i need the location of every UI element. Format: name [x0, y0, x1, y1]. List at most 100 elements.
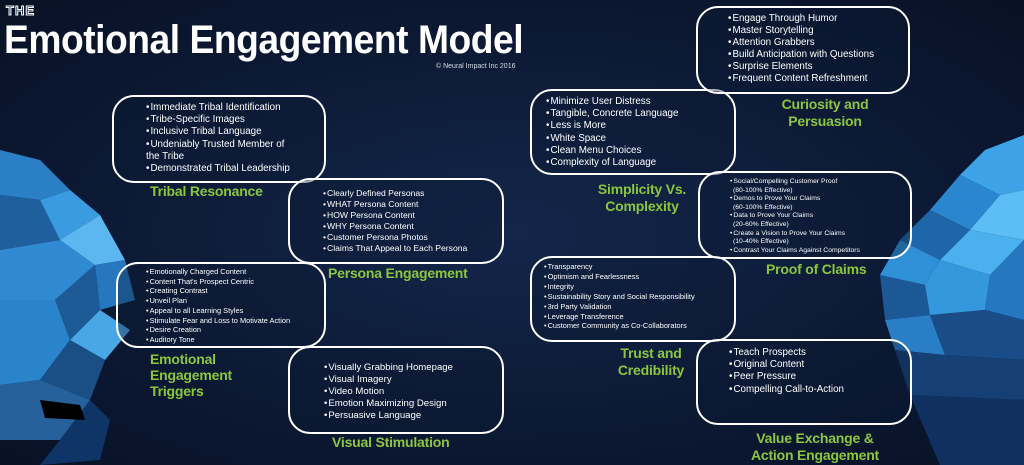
simplicity-complexity-list: Minimize User Distress Tangible, Concret…	[532, 91, 734, 169]
trust-credibility-bubble: Transparency Optimism and Fearlessness I…	[530, 256, 736, 342]
visual-stimulation-list: Visually Grabbing Homepage Visual Imager…	[290, 348, 502, 422]
left-face-icon	[0, 150, 135, 465]
emotional-triggers-bubble: Emotionally Charged Content Content That…	[116, 262, 326, 348]
list-item: Social/Compelling Customer Proof	[730, 178, 910, 187]
list-item: Sustainability Story and Social Responsi…	[544, 292, 734, 302]
tribal-resonance-list: Immediate Tribal Identification Tribe-Sp…	[114, 97, 324, 175]
list-item: Integrity	[544, 282, 734, 292]
simplicity-complexity-label: Simplicity Vs. Complexity	[596, 181, 688, 215]
list-item: Unveil Plan	[146, 296, 324, 306]
list-item: Content That's Prospect Centric	[146, 277, 324, 287]
trust-credibility-list: Transparency Optimism and Fearlessness I…	[532, 258, 734, 331]
list-item: Contrast Your Claims Against Competitors	[730, 247, 910, 256]
proof-of-claims-list: Social/Compelling Customer Proof (80-100…	[700, 173, 910, 255]
list-item: Transparency	[544, 262, 734, 272]
right-face-icon	[880, 135, 1024, 465]
list-item: Visually Grabbing Homepage	[324, 362, 502, 374]
tribal-resonance-bubble: Immediate Tribal Identification Tribe-Sp…	[112, 95, 326, 183]
list-item: Peer Pressure	[729, 371, 910, 383]
list-item: Demos to Prove Your Claims	[730, 195, 910, 204]
list-item: Stimulate Fear and Loss to Motivate Acti…	[146, 316, 324, 326]
list-item: Surprise Elements	[728, 61, 908, 73]
persona-engagement-bubble: Clearly Defined Personas WHAT Persona Co…	[288, 178, 504, 264]
proof-of-claims-label: Proof of Claims	[766, 261, 867, 277]
tribal-resonance-label: Tribal Resonance	[150, 183, 263, 199]
emotional-triggers-list: Emotionally Charged Content Content That…	[118, 264, 324, 345]
list-item: Original Content	[729, 359, 910, 371]
persona-engagement-label: Persona Engagement	[328, 265, 468, 281]
copyright-notice: © Neural Impact Inc 2016	[436, 63, 516, 70]
list-item: Inclusive Tribal Language	[146, 126, 324, 138]
list-item: WHY Persona Content	[323, 221, 502, 232]
list-item: Optimism and Fearlessness	[544, 272, 734, 282]
list-item: Less is More	[546, 120, 734, 132]
emotional-triggers-label-line1: Emotional	[150, 351, 216, 367]
list-item-continuation: the Tribe	[146, 150, 185, 162]
visual-stimulation-label: Visual Stimulation	[332, 434, 450, 450]
persona-engagement-list: Clearly Defined Personas WHAT Persona Co…	[290, 180, 502, 254]
visual-stimulation-bubble: Visually Grabbing Homepage Visual Imager…	[288, 346, 504, 434]
list-item: Compelling Call-to-Action	[729, 384, 910, 396]
list-item: Visual Imagery	[324, 374, 502, 386]
curiosity-persuasion-bubble: Engage Through Humor Master Storytelling…	[696, 6, 910, 94]
list-item: Appeal to all Learning Styles	[146, 306, 324, 316]
list-item: Frequent Content Refreshment	[728, 73, 908, 85]
list-item: Tribe-Specific Images	[146, 114, 324, 126]
list-item: WHAT Persona Content	[323, 199, 502, 210]
list-item: the Tribe	[146, 151, 324, 163]
page-title: Emotional Engagement Model	[4, 18, 524, 62]
list-item-continuation: (10-40% Effective)	[733, 238, 789, 246]
curiosity-persuasion-label: Curiosity and Persuasion	[770, 96, 880, 130]
list-item: Desire Creation	[146, 325, 324, 335]
list-item-continuation: (80-100% Effective)	[733, 186, 793, 194]
value-exchange-list: Teach Prospects Original Content Peer Pr…	[698, 341, 910, 396]
list-item: Video Motion	[324, 386, 502, 398]
list-item: Emotionally Charged Content	[146, 267, 324, 277]
list-item: Creating Contrast	[146, 286, 324, 296]
emotional-triggers-label-line2: Engagement	[150, 367, 233, 383]
list-item: Customer Persona Photos	[323, 232, 502, 243]
list-item: Auditory Tone	[146, 335, 324, 345]
list-item-continuation: (60-100% Effective)	[733, 203, 793, 211]
trust-credibility-label-line1: Trust and	[620, 345, 682, 361]
list-item: HOW Persona Content	[323, 210, 502, 221]
list-item: Clearly Defined Personas	[323, 188, 502, 199]
list-item: (10-40% Effective)	[730, 238, 910, 247]
list-item: Persuasive Language	[324, 410, 502, 422]
proof-of-claims-bubble: Social/Compelling Customer Proof (80-100…	[698, 171, 912, 259]
list-item-continuation: (20-60% Effective)	[733, 220, 789, 228]
simplicity-complexity-label-line1: Simplicity Vs.	[597, 181, 687, 197]
simplicity-complexity-label-line2: Complexity	[605, 198, 679, 214]
list-item: Demonstrated Tribal Leadership	[146, 163, 324, 175]
list-item: Clean Menu Choices	[546, 145, 734, 157]
emotional-triggers-label: Emotional Engagement Triggers	[150, 351, 232, 399]
list-item: Create a Vision to Prove Your Claims	[730, 230, 910, 239]
list-item: Build Anticipation with Questions	[728, 49, 908, 61]
list-item: Claims That Appeal to Each Persona	[323, 243, 502, 254]
list-item: White Space	[546, 133, 734, 145]
curiosity-persuasion-list: Engage Through Humor Master Storytelling…	[698, 8, 908, 86]
list-item: (80-100% Effective)	[730, 187, 910, 196]
list-item: Minimize User Distress	[546, 96, 734, 108]
curiosity-persuasion-label-line1: Curiosity and	[781, 96, 869, 112]
list-item: (20-60% Effective)	[730, 221, 910, 230]
list-item: Customer Community as Co-Collaborators	[544, 321, 734, 331]
list-item: (60-100% Effective)	[730, 204, 910, 213]
list-item: Attention Grabbers	[728, 37, 908, 49]
value-exchange-bubble: Teach Prospects Original Content Peer Pr…	[696, 339, 912, 425]
value-exchange-label-line1: Value Exchange &	[756, 430, 874, 446]
value-exchange-label-line2: Action Engagement	[750, 447, 880, 463]
simplicity-complexity-bubble: Minimize User Distress Tangible, Concret…	[530, 89, 736, 175]
list-item: Data to Prove Your Claims	[730, 212, 910, 221]
list-item: Engage Through Humor	[728, 13, 908, 25]
list-item: Complexity of Language	[546, 157, 734, 169]
list-item: Leverage Transference	[544, 312, 734, 322]
pre-title: THE	[6, 3, 35, 19]
trust-credibility-label-line2: Credibility	[617, 362, 685, 378]
list-item: Emotion Maximizing Design	[324, 398, 502, 410]
list-item: Immediate Tribal Identification	[146, 102, 324, 114]
curiosity-persuasion-label-line2: Persuasion	[788, 113, 862, 129]
value-exchange-label: Value Exchange & Action Engagement	[740, 430, 890, 464]
list-item: Tangible, Concrete Language	[546, 108, 734, 120]
